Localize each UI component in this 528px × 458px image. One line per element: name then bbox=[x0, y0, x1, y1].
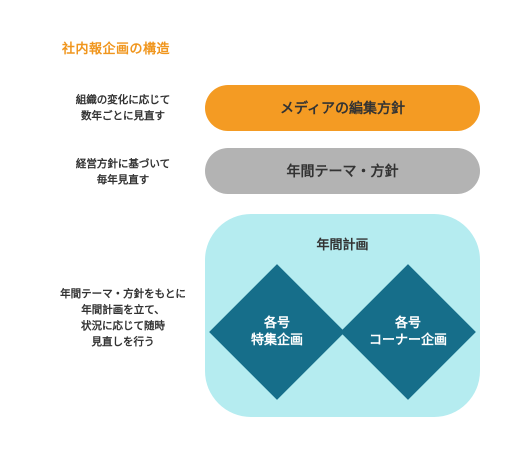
row3-label: 年間テーマ・方針をもとに 年間計画を立て、 状況に応じて随時 見直しを行う bbox=[48, 286, 198, 350]
row3-label-line4: 見直しを行う bbox=[91, 336, 155, 348]
corner-plan-line2: コーナー企画 bbox=[368, 333, 447, 348]
row1-label: 組織の変化に応じて 数年ごとに見直す bbox=[58, 92, 188, 124]
editorial-policy-text: メディアの編集方針 bbox=[279, 101, 406, 117]
annual-plan-title: 年間計画 bbox=[316, 238, 369, 253]
feature-plan-line1: 各号 bbox=[263, 316, 290, 331]
row3-label-line3: 状況に応じて随時 bbox=[81, 320, 165, 332]
corner-plan-line1: 各号 bbox=[394, 316, 421, 331]
row3-label-line2: 年間計画を立て、 bbox=[81, 304, 165, 316]
annual-theme-box: 年間テーマ・方針 bbox=[205, 148, 480, 194]
annual-theme-text: 年間テーマ・方針 bbox=[286, 164, 399, 180]
feature-plan-line2: 特集企画 bbox=[250, 333, 303, 348]
row2-label-line2: 毎年見直す bbox=[96, 174, 150, 186]
corner-plan-label: 各号 コーナー企画 bbox=[343, 315, 473, 349]
row2-label-line1: 経営方針に基づいて bbox=[75, 158, 171, 170]
row1-label-line2: 数年ごとに見直す bbox=[81, 110, 165, 122]
row1-label-line1: 組織の変化に応じて bbox=[75, 94, 171, 106]
row3-label-line1: 年間テーマ・方針をもとに bbox=[60, 288, 186, 300]
annual-plan-panel: 年間計画 各号 特集企画 各号 コーナー企画 bbox=[205, 214, 480, 417]
row2-label: 経営方針に基づいて 毎年見直す bbox=[58, 156, 188, 188]
editorial-policy-box: メディアの編集方針 bbox=[205, 85, 480, 131]
diagram-title: 社内報企画の構造 bbox=[62, 42, 171, 57]
feature-plan-label: 各号 特集企画 bbox=[212, 315, 342, 349]
